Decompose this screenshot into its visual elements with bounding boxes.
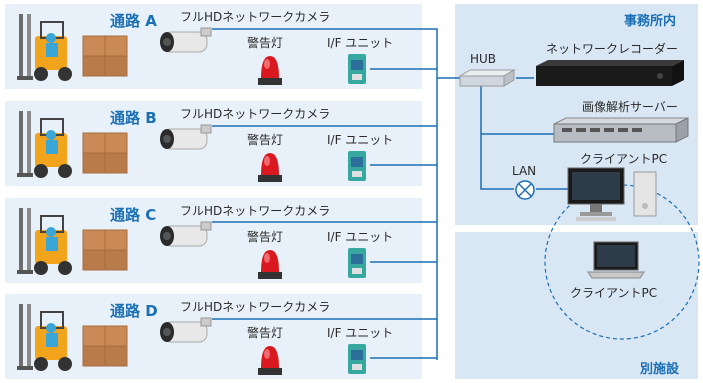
aisle-a: 通路 A フルHDネットワークカメラ 警告灯 I/F ユニット [5, 4, 422, 89]
aisle-title: 通路 A [110, 12, 157, 30]
hub-label: HUB [470, 52, 497, 66]
aisle-c: 通路 C フルHDネットワークカメラ 警告灯 I/F ユニット [5, 198, 422, 283]
aisle-title: 通路 C [110, 206, 157, 224]
network-camera-icon [160, 221, 212, 247]
camera-label: フルHDネットワークカメラ [180, 300, 331, 314]
if-unit-icon [348, 248, 366, 278]
warning-light-label: 警告灯 [247, 36, 284, 50]
recorder-label: ネットワークレコーダー [546, 42, 679, 56]
aisle-title: 通路 D [110, 302, 158, 320]
office-client-pc-label: クライアントPC [580, 152, 668, 166]
if-unit-icon [348, 344, 366, 374]
aisle-b: 通路 B フルHDネットワークカメラ 警告灯 I/F ユニット [5, 101, 422, 186]
forklift-icon [17, 208, 72, 275]
network-camera-icon [160, 124, 212, 150]
warning-light-icon [258, 250, 282, 279]
lan-icon [515, 180, 535, 200]
network-recorder-icon [536, 60, 684, 86]
if-unit-label: I/F ユニット [327, 230, 394, 244]
camera-label: フルHDネットワークカメラ [180, 10, 331, 24]
cargo-boxes-icon [82, 132, 128, 174]
cargo-boxes-icon [82, 325, 128, 367]
desktop-pc-icon [567, 167, 657, 221]
hub-icon [458, 69, 516, 87]
warning-light-icon [258, 153, 282, 182]
if-unit-label: I/F ユニット [327, 36, 394, 50]
forklift-icon [17, 111, 72, 178]
analysis-server-icon [553, 117, 689, 143]
camera-label: フルHDネットワークカメラ [180, 107, 331, 121]
network-camera-icon [160, 317, 212, 343]
aisle-d: 通路 D フルHDネットワークカメラ 警告灯 I/F ユニット [5, 294, 422, 379]
remote-client-pc-label: クライアントPC [570, 286, 658, 300]
forklift-icon [17, 304, 72, 371]
network-camera-icon [160, 27, 212, 53]
cargo-boxes-icon [82, 35, 128, 77]
lan-label: LAN [512, 164, 537, 178]
remote-panel [455, 232, 698, 379]
warning-light-icon [258, 346, 282, 375]
forklift-icon [17, 14, 72, 81]
cargo-boxes-icon [82, 229, 128, 271]
warning-light-label: 警告灯 [247, 326, 284, 340]
camera-label: フルHDネットワークカメラ [180, 204, 331, 218]
office-title: 事務所内 [624, 14, 677, 29]
if-unit-icon [348, 151, 366, 181]
server-label: 画像解析サーバー [582, 100, 678, 114]
aisle-title: 通路 B [110, 109, 157, 127]
warning-light-label: 警告灯 [247, 230, 284, 244]
remote-title: 別施設 [640, 362, 680, 377]
laptop-icon [587, 241, 645, 279]
warning-light-icon [258, 56, 282, 85]
if-unit-label: I/F ユニット [327, 326, 394, 340]
if-unit-label: I/F ユニット [327, 133, 394, 147]
if-unit-icon [348, 54, 366, 84]
warning-light-label: 警告灯 [247, 133, 284, 147]
